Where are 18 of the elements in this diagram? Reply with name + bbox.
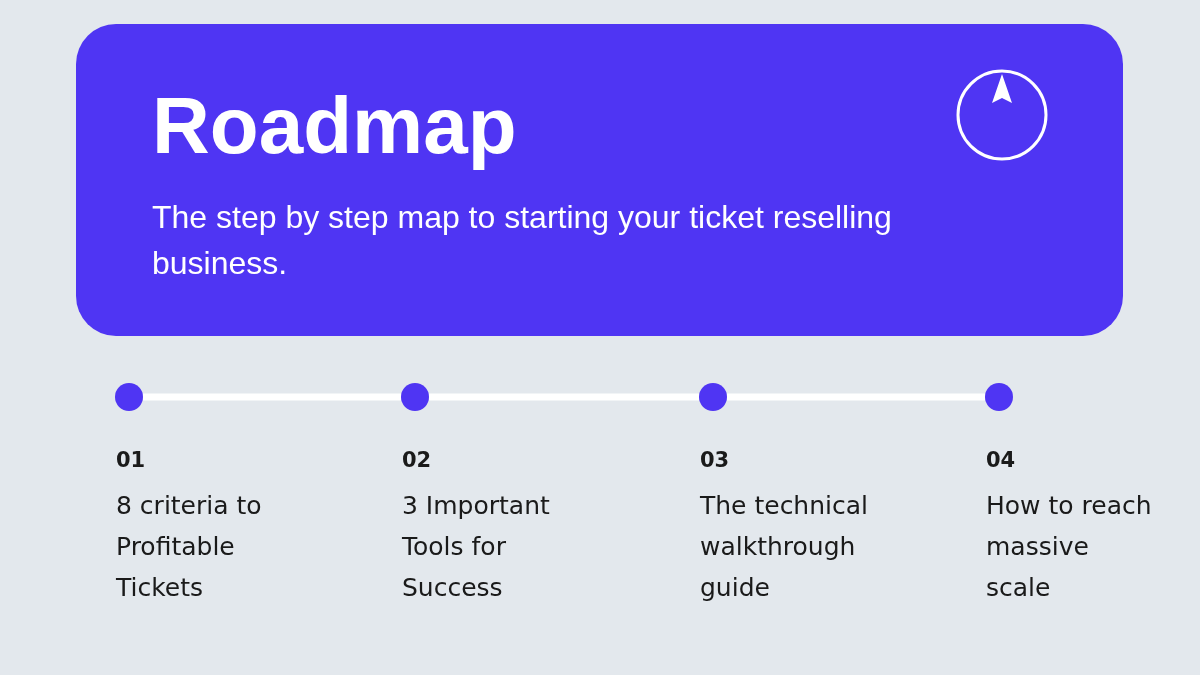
step-description: How to reach massive scale: [986, 490, 1153, 604]
subtitle: The step by step map to starting your ticket reselling business.: [152, 198, 893, 283]
step-number: 03: [700, 447, 730, 473]
timeline-line: [429, 393, 699, 401]
timeline-dot: [699, 383, 727, 411]
timeline-dot: [115, 383, 143, 411]
step-description: 3 Important Tools for Success: [402, 490, 551, 604]
step-number: 01: [116, 447, 146, 473]
step-number: 04: [986, 447, 1016, 473]
step-number: 02: [402, 447, 432, 473]
step-description: The technical walkthrough guide: [700, 490, 870, 604]
timeline-dot: [401, 383, 429, 411]
timeline-line: [727, 393, 985, 401]
timeline-line: [143, 393, 401, 401]
step-description: 8 criteria to Profitable Tickets: [116, 490, 263, 604]
timeline-dot: [985, 383, 1013, 411]
header-card: [76, 24, 1123, 336]
title: Roadmap: [152, 80, 517, 172]
